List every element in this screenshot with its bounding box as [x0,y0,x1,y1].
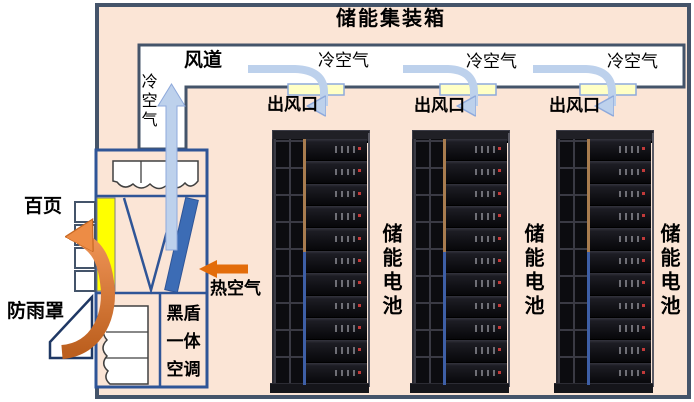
rack-rail-bottom [587,252,590,385]
battery-module [306,273,367,296]
rack-plinth [554,383,653,393]
rack-right-post [652,133,654,387]
ac-unit-name: 黑盾 一体 空调 [160,300,207,384]
battery-module [306,206,367,229]
battery-module [590,183,651,207]
rack-body [556,139,651,385]
louver-slats [74,201,96,292]
battery-module [306,250,367,274]
rack-rail-bottom [303,252,306,385]
battery-module [590,362,651,385]
ac-name-line: 一体 [166,332,201,351]
battery-rack [410,130,510,393]
air-outlet-label: 出风口 [267,95,318,114]
rack-side-frame [556,139,587,385]
rack-rail-top [443,139,446,253]
rack-rail-top [303,139,306,253]
rack-right-post [368,133,370,387]
air-outlet-label: 出风口 [549,96,600,115]
cold-air-label: 冷空气 [607,52,658,71]
cold-air-label: 冷空气 [318,51,369,70]
battery-module [446,317,507,341]
rack-right-post [508,133,510,387]
battery-rack [554,130,654,393]
battery-module [446,161,507,184]
battery-module [306,340,367,363]
air-outlet-label: 出风口 [414,96,465,115]
ac-name-line: 黑盾 [166,304,201,323]
battery-module [446,139,507,162]
battery-module [446,228,507,251]
ac-name-line: 空调 [166,360,201,379]
battery-module [306,161,367,184]
cold-air-label: 冷空气 [466,52,517,71]
battery-module [446,250,507,274]
battery-module [590,250,651,274]
rack-body [272,139,367,385]
battery-module [446,295,507,318]
rack-side-frame [272,139,303,385]
battery-module [306,139,367,162]
battery-rack-label: 储能电池 [657,223,679,319]
battery-module [590,228,651,251]
battery-module [590,295,651,318]
battery-module [446,362,507,385]
duct-label: 风道 [184,50,223,71]
battery-module [306,183,367,207]
battery-module [590,139,651,162]
battery-module [306,317,367,341]
rack-plinth [410,383,509,393]
battery-module [590,340,651,363]
rack-rail-top [587,139,590,253]
battery-module [590,273,651,296]
battery-module [590,161,651,184]
rack-body [412,139,507,385]
battery-module [446,183,507,207]
rack-rail-bottom [443,252,446,385]
battery-rack [270,130,370,393]
battery-module [446,273,507,296]
battery-module [590,317,651,341]
battery-module [306,295,367,318]
hot-air-label: 热空气 [210,279,261,298]
battery-module [446,206,507,229]
diagram-title: 储能集装箱 [336,8,446,30]
battery-rack-label: 储能电池 [379,223,401,319]
rack-side-frame [412,139,443,385]
louver-label: 百页 [24,196,63,217]
rain-cover-label: 防雨罩 [7,301,65,322]
battery-module [306,228,367,251]
cold-air-vertical-label: 冷空气 [138,73,156,130]
rack-modules [587,139,651,385]
battery-module [590,206,651,229]
rack-modules [303,139,367,385]
battery-module [306,362,367,385]
battery-module [446,340,507,363]
rack-plinth [270,383,369,393]
rack-modules [443,139,507,385]
battery-rack-label: 储能电池 [521,223,543,319]
